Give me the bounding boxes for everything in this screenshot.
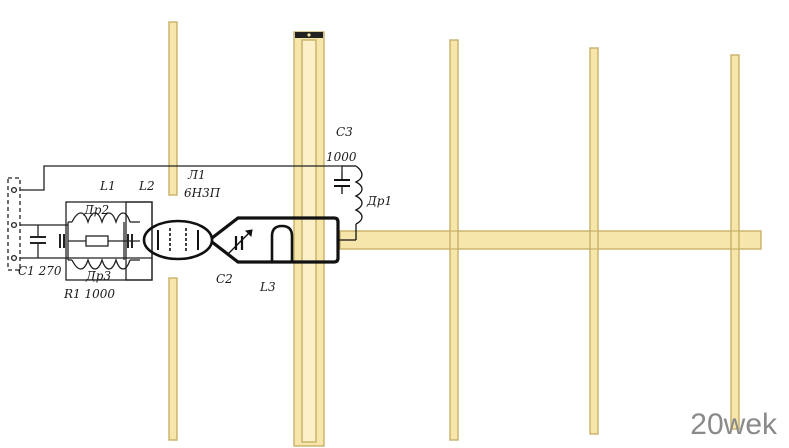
label-c1: C1 270 [18, 264, 62, 278]
label-lamp-type: 6Н3П [184, 186, 221, 200]
label-c3: C3 [336, 125, 353, 139]
lamp-6n3p [142, 219, 214, 261]
director-3 [730, 54, 740, 430]
label-l3: L3 [259, 280, 276, 294]
label-dr3: Др3 [85, 269, 111, 283]
watermark: 20wek [690, 408, 777, 441]
label-r1: R1 1000 [63, 287, 115, 301]
reflector-element-upper [168, 21, 178, 196]
label-l1-lamp: Л1 [187, 168, 206, 182]
reflector-element-lower [168, 277, 178, 441]
wiring [7, 165, 343, 281]
active-dipole-inner [301, 39, 317, 443]
director-2 [589, 47, 599, 435]
label-c3-value: 1000 [326, 150, 357, 164]
component-labels: C3 1000 Л1 6Н3П L1 L2 Др1 Др2 Др3 C1 270… [18, 125, 392, 301]
label-c2: C2 [216, 272, 233, 286]
input-connector [7, 177, 21, 271]
boom [339, 230, 762, 250]
director-1 [449, 39, 459, 441]
label-dr2: Др2 [83, 203, 109, 217]
label-l2: L2 [138, 179, 155, 193]
antenna-elements [168, 21, 762, 447]
label-dr1: Др1 [366, 194, 392, 208]
matching-loop [211, 165, 363, 264]
label-l1: L1 [99, 179, 116, 193]
